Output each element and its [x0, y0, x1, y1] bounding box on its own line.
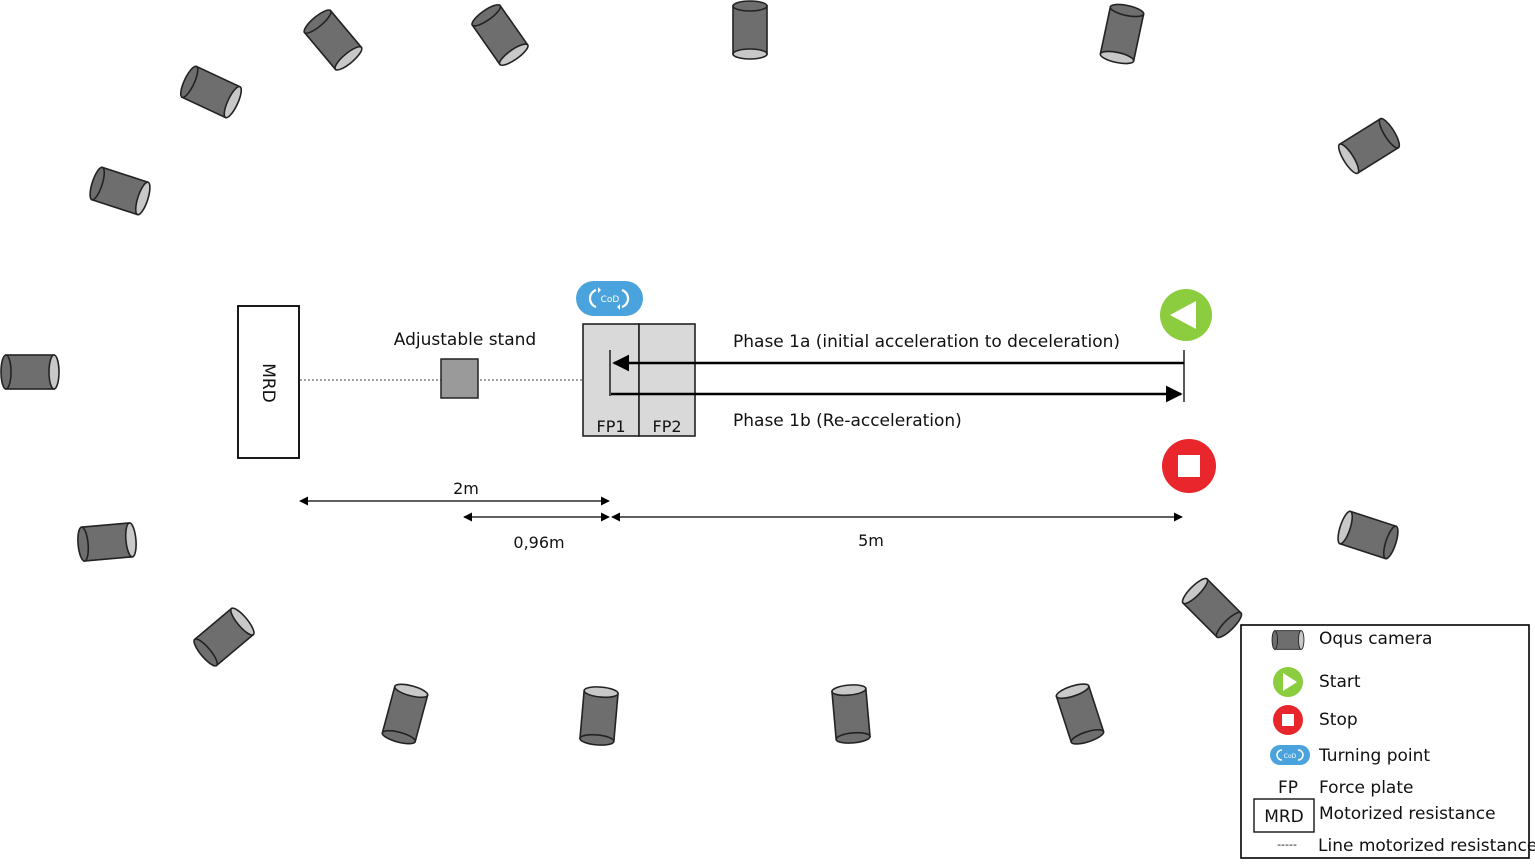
camera-icon: [380, 680, 430, 748]
camera-ring: [0, 0, 1404, 748]
legend-start-label: Start: [1319, 672, 1361, 692]
force-plate-1: [582, 323, 640, 437]
camera-icon: [190, 604, 258, 670]
camera-icon: [468, 0, 532, 70]
camera-icon: [1098, 1, 1146, 67]
dimension-lines: 2m 0,96m 5m: [299, 479, 1183, 552]
legend-mrd-symbol: MRD: [1264, 807, 1304, 827]
dim-2m-label: 2m: [453, 479, 479, 498]
fp1-label: FP1: [596, 417, 625, 436]
legend-turn-symbol: CoD: [1284, 753, 1297, 760]
phase-1b-label: Phase 1b (Re-acceleration): [733, 411, 962, 431]
mrd-label: MRD: [258, 363, 278, 403]
legend-turn-label: Turning point: [1318, 746, 1430, 766]
legend-line-label: Line motorized resistance: [1318, 836, 1535, 856]
legend-line-symbol: -----: [1277, 838, 1297, 851]
camera-icon: [300, 6, 366, 74]
camera-icon: [1334, 509, 1402, 561]
camera-icon: [0, 354, 60, 390]
legend-camera-label: Oqus camera: [1319, 629, 1432, 649]
force-plate-2: [638, 323, 696, 437]
camera-icon: [732, 0, 768, 60]
camera-icon: [86, 165, 154, 217]
mrd-device: MRD: [237, 305, 300, 459]
camera-icon: [1178, 574, 1246, 642]
camera-icon: [578, 684, 620, 748]
legend-mrd-box: [1253, 798, 1315, 833]
camera-icon: [1054, 680, 1106, 748]
dim-096m-label: 0,96m: [513, 533, 564, 552]
camera-icon: [176, 63, 246, 121]
cod-turning-icon: CoD: [576, 281, 643, 316]
cod-label: CoD: [601, 295, 620, 305]
legend-turn-icon: CoD: [1270, 745, 1310, 765]
legend: Oqus camera Start Stop CoD Turning point…: [1240, 624, 1535, 859]
camera-icon: [75, 521, 139, 563]
stand-label: Adjustable stand: [394, 330, 536, 350]
camera-icon: [1334, 115, 1404, 177]
legend-fp-symbol: FP: [1278, 778, 1298, 798]
legend-stop-label: Stop: [1319, 710, 1358, 730]
stop-icon: [1162, 439, 1216, 493]
force-plates: FP1 FP2: [582, 323, 696, 437]
legend-fp-label: Force plate: [1319, 778, 1413, 798]
legend-camera-icon: [1271, 630, 1305, 650]
camera-icon: [830, 682, 872, 746]
dim-5m-label: 5m: [858, 531, 884, 550]
legend-mrd-label: Motorized resistance: [1319, 804, 1496, 824]
legend-stop-icon: [1273, 705, 1303, 735]
phase-1a-label: Phase 1a (initial acceleration to decele…: [733, 332, 1120, 352]
fp2-label: FP2: [652, 417, 681, 436]
phase-arrows: Phase 1a (initial acceleration to decele…: [611, 332, 1185, 431]
legend-start-icon: [1273, 667, 1303, 697]
start-icon: [1160, 289, 1212, 341]
adjustable-stand: Adjustable stand: [394, 330, 536, 399]
